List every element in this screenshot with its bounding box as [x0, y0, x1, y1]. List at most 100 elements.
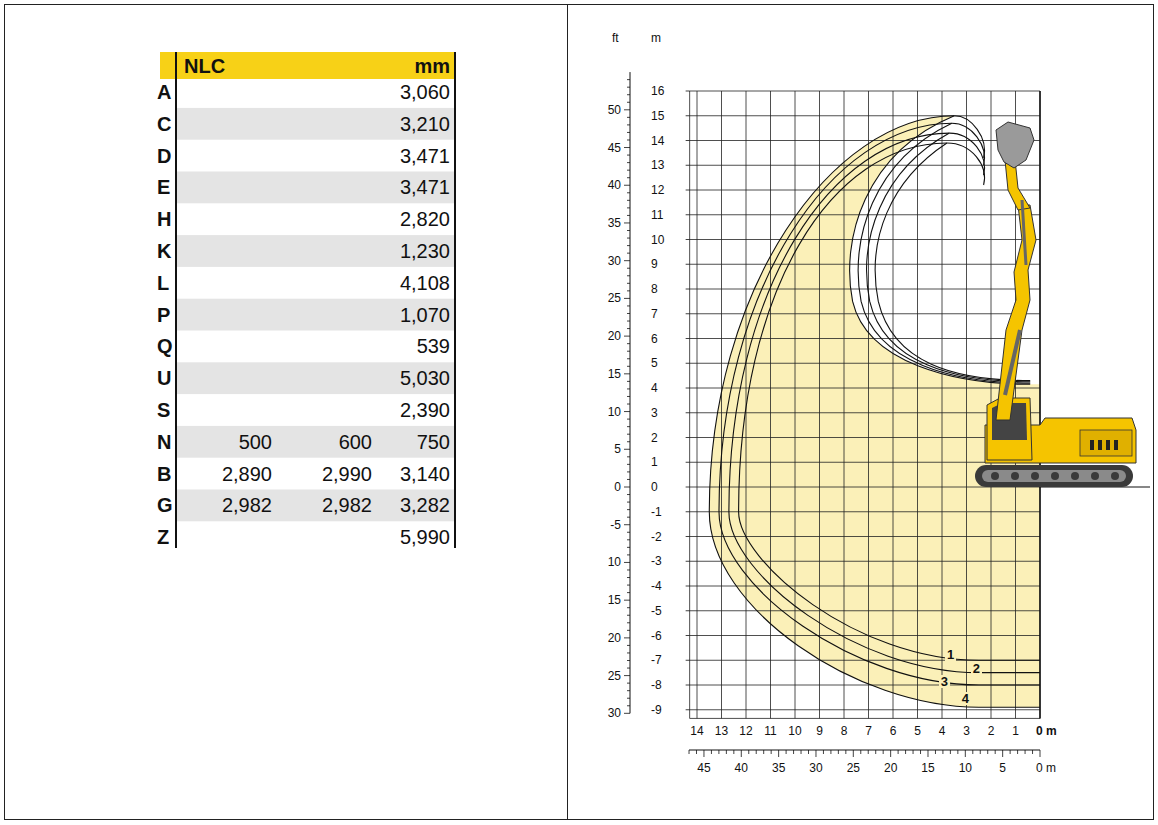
- unit-label: ft: [612, 32, 619, 44]
- ft-tick: [950, 750, 951, 754]
- m-axis-value: 14: [690, 725, 703, 737]
- m-tick: [686, 190, 690, 191]
- ft-tick: [624, 449, 630, 450]
- ft-tick: [627, 615, 630, 616]
- ft-tick: [627, 170, 630, 171]
- ft-tick: [733, 750, 734, 754]
- ft-tick: [627, 547, 630, 548]
- dimension-letter: K: [157, 241, 171, 261]
- ft-tick: [763, 750, 764, 754]
- grid-line: [966, 91, 967, 718]
- m-axis-value: -3: [651, 555, 662, 567]
- ft-tick: [627, 705, 630, 706]
- ft-tick: [689, 750, 690, 754]
- working-range-fill: [709, 116, 1040, 708]
- counterweight: [1080, 430, 1132, 456]
- m-axis-value: -8: [651, 679, 662, 691]
- ft-tick: [627, 668, 630, 669]
- ft-tick: [627, 690, 630, 691]
- ft-tick: [627, 607, 630, 608]
- dimension-letter: H: [157, 209, 171, 229]
- dimension-value: 3,140: [400, 464, 450, 484]
- m-axis-value: -5: [651, 605, 662, 617]
- m-tick: [686, 91, 690, 92]
- m-tick: [686, 635, 690, 636]
- ft-tick: [627, 230, 630, 231]
- dimension-value: 500: [239, 432, 272, 452]
- dimension-letter: G: [157, 495, 173, 515]
- ft-tick: [627, 585, 630, 586]
- dimension-value: 2,990: [322, 464, 372, 484]
- ft-axis-value: 15: [608, 368, 621, 380]
- m-axis-value: 0: [651, 481, 658, 493]
- ft-tick: [627, 102, 630, 103]
- ft-tick: [1010, 750, 1011, 754]
- ft-tick: [853, 750, 854, 757]
- grid-line: [690, 610, 1040, 611]
- ft-tick: [627, 87, 630, 88]
- ft-axis-value: 15: [608, 594, 621, 606]
- ft-tick: [627, 94, 630, 95]
- ft-tick: [627, 124, 630, 125]
- row-shade: [177, 299, 454, 331]
- ft-axis-value: 45: [697, 762, 710, 774]
- m-tick: [686, 388, 690, 389]
- dimension-letter: U: [157, 368, 171, 388]
- m-axis-value: 13: [715, 725, 728, 737]
- ft-tick: [905, 750, 906, 754]
- m-tick: [686, 115, 690, 116]
- boom-cylinder: [1005, 330, 1020, 395]
- m-tick: [686, 140, 690, 141]
- ft-tick: [627, 554, 630, 555]
- ft-tick: [778, 750, 779, 757]
- panel-divider: [567, 4, 568, 820]
- ft-tick: [980, 750, 981, 754]
- ft-tick: [627, 155, 630, 156]
- ft-tick: [627, 388, 630, 389]
- m-tick: [686, 412, 690, 413]
- row-shade: [177, 235, 454, 267]
- ft-tick: [957, 750, 958, 754]
- ft-axis-value: -5: [610, 519, 621, 531]
- ft-tick: [627, 652, 630, 653]
- m-tick: [686, 511, 690, 512]
- ft-tick: [627, 683, 630, 684]
- m-axis-value: 10: [651, 234, 664, 246]
- dimension-value: 1,230: [400, 241, 450, 261]
- dimension-value: 5,990: [400, 527, 450, 547]
- ft-tick: [786, 750, 787, 754]
- ft-tick: [696, 750, 697, 754]
- dimension-value: 2,982: [322, 495, 372, 515]
- ft-tick: [801, 750, 802, 754]
- ft-tick: [624, 487, 630, 488]
- ft-tick: [627, 539, 630, 540]
- m-tick: [686, 289, 690, 290]
- ft-tick: [627, 645, 630, 646]
- ft-tick: [624, 147, 630, 148]
- grid-line: [689, 91, 690, 718]
- ft-tick: [883, 750, 884, 754]
- page-frame: [5, 5, 1154, 820]
- ft-tick: [627, 479, 630, 480]
- ft-tick: [627, 464, 630, 465]
- ft-tick: [627, 200, 630, 201]
- dimension-letter: Q: [157, 336, 173, 356]
- ft-tick: [972, 750, 973, 754]
- m-tick: [686, 487, 690, 488]
- ft-tick: [627, 622, 630, 623]
- m-axis-value: 9: [816, 725, 823, 737]
- grid-line: [721, 91, 722, 718]
- ft-tick: [627, 698, 630, 699]
- ft-tick: [627, 328, 630, 329]
- ft-tick: [624, 336, 630, 337]
- m-tick: [686, 462, 690, 463]
- ft-tick: [815, 750, 816, 757]
- ft-tick: [627, 290, 630, 291]
- m-axis-value: 6: [890, 725, 897, 737]
- grid-line: [690, 586, 1040, 587]
- m-tick: [686, 610, 690, 611]
- grid-line: [690, 115, 1040, 116]
- ft-tick: [624, 373, 630, 374]
- m-tick: [686, 313, 690, 314]
- table-header: mm: [414, 56, 450, 76]
